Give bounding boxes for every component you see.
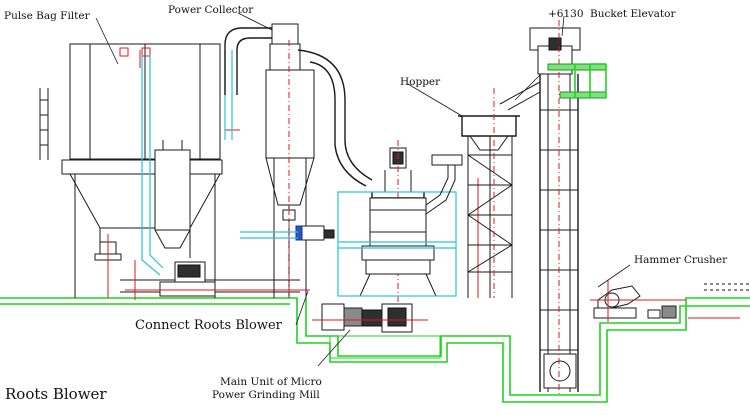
pulse-bag-filter bbox=[39, 43, 300, 298]
hopper bbox=[458, 88, 520, 298]
label-elevation: +6130 bbox=[548, 8, 584, 20]
leader-bucket-elevator bbox=[561, 15, 565, 37]
label-bucket-elevator: Bucket Elevator bbox=[590, 8, 676, 20]
hammer-crusher bbox=[590, 264, 750, 322]
label-roots-blower: Roots Blower bbox=[5, 385, 107, 403]
leader-connect-roots-blower bbox=[295, 290, 309, 326]
bucket-elevator bbox=[499, 20, 607, 395]
label-main-unit-line2: Power Grinding Mill bbox=[212, 389, 320, 401]
leader-main-unit bbox=[317, 329, 351, 367]
label-power-collector: Power Collector bbox=[168, 4, 254, 16]
label-hammer-crusher: Hammer Crusher bbox=[634, 254, 728, 266]
leader-power-collector bbox=[237, 12, 273, 31]
foundation-pit bbox=[0, 297, 750, 403]
grinding-mill bbox=[337, 140, 479, 305]
roots-blower-unit bbox=[125, 260, 310, 300]
power-collector bbox=[224, 23, 373, 298]
leader-hopper bbox=[407, 83, 463, 117]
leader-pulse-bag-filter bbox=[95, 17, 119, 65]
mill-drive-motor bbox=[312, 303, 428, 333]
label-main-unit-line1: Main Unit of Micro bbox=[220, 376, 322, 388]
label-connect-roots-blower: Connect Roots Blower bbox=[135, 318, 283, 333]
label-pulse-bag-filter: Pulse Bag Filter bbox=[4, 10, 91, 22]
label-hopper: Hopper bbox=[400, 76, 441, 88]
